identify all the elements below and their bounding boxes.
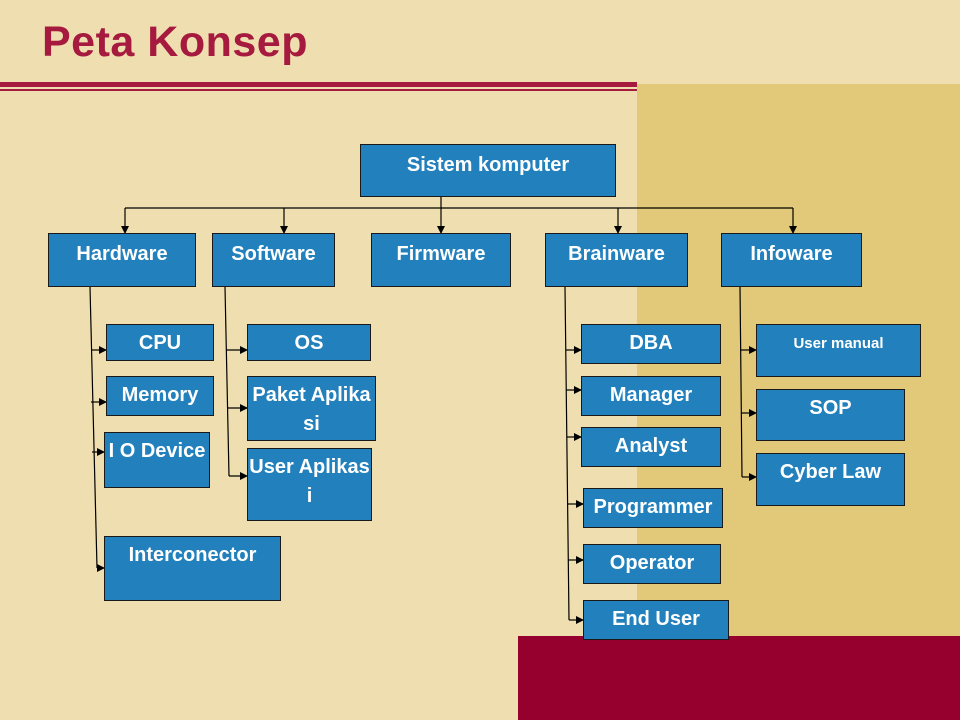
node-cyber-law: Cyber Law: [756, 453, 905, 506]
node-firmware: Firmware: [371, 233, 511, 287]
node-hardware: Hardware: [48, 233, 196, 287]
node-operator: Operator: [583, 544, 721, 584]
node-sop: SOP: [756, 389, 905, 441]
node-memory: Memory: [106, 376, 214, 416]
node-dba: DBA: [581, 324, 721, 364]
node-programmer: Programmer: [583, 488, 723, 528]
node-manager: Manager: [581, 376, 721, 416]
node-os: OS: [247, 324, 371, 361]
node-software: Software: [212, 233, 335, 287]
node-sistem-komputer: Sistem komputer: [360, 144, 616, 197]
node-analyst: Analyst: [581, 427, 721, 467]
node-user-aplikasi: User Aplikasi: [247, 448, 372, 521]
slide-title: Peta Konsep: [42, 18, 308, 66]
node-infoware: Infoware: [721, 233, 862, 287]
node-brainware: Brainware: [545, 233, 688, 287]
node-interconnector: Interconector: [104, 536, 281, 601]
title-underline-thin: [0, 89, 637, 91]
node-paket-aplikasi: Paket Aplikasi: [247, 376, 376, 441]
node-user-manual: User manual: [756, 324, 921, 377]
node-io-device: I O Device: [104, 432, 210, 488]
node-cpu: CPU: [106, 324, 214, 361]
title-underline: [0, 82, 637, 87]
node-end-user: End User: [583, 600, 729, 640]
maroon-corner-block: [518, 636, 960, 720]
